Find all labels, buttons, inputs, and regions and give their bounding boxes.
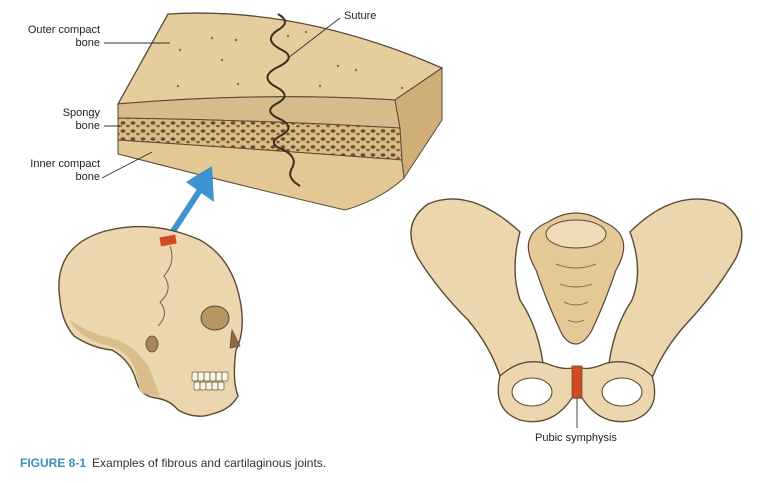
outer-compact-label-line1: Outer compact [27, 24, 100, 36]
suture-label: Suture [344, 10, 377, 22]
sacral-promontory [545, 219, 607, 249]
skull-shading [70, 320, 160, 396]
inner-compact-layer [117, 139, 405, 211]
pubic-symphysis-label: Pubic symphysis [535, 432, 617, 444]
figure-number: FIGURE 8-1 [20, 456, 87, 470]
sacral-ridges [555, 263, 597, 323]
right-obturator-foramen [601, 377, 643, 407]
pelvis-right-ilium [607, 198, 743, 385]
left-obturator-foramen [511, 377, 553, 407]
bone-block-cross-section [116, 12, 444, 211]
pelvis-sacrum [527, 212, 625, 345]
skull-suture [157, 245, 173, 327]
suture-line [266, 13, 301, 187]
skull-nasal [229, 328, 241, 349]
skull-orbit [200, 305, 230, 331]
skull-teeth [191, 371, 229, 391]
block-leader-lines [101, 17, 341, 179]
inner-compact-label-line2: bone [75, 171, 100, 183]
skull-illustration [58, 225, 243, 417]
skull-outline [58, 225, 243, 417]
spongy-label-line1: Spongy [62, 107, 100, 119]
bone-block-side [394, 67, 443, 180]
outer-compact-label-line2: bone [75, 37, 100, 49]
inner-compact-label-line1: Inner compact [30, 158, 100, 170]
outer-compact-bone-label: Outer compact bone [8, 24, 100, 50]
figure-caption: FIGURE 8-1 Examples of fibrous and cartil… [20, 456, 326, 470]
inner-compact-bone-label: Inner compact bone [8, 158, 100, 184]
skull-suture-highlight [159, 234, 177, 247]
surface-pores [176, 30, 404, 90]
figure-caption-text: Examples of fibrous and cartilaginous jo… [92, 456, 327, 470]
pelvis-illustration [410, 198, 743, 428]
skull-ear-opening [145, 335, 159, 353]
pelvis-left-ilium [410, 198, 545, 384]
spongy-bone-label: Spongy bone [8, 107, 100, 133]
spongy-label-line2: bone [75, 120, 100, 132]
pubic-symphysis-highlight [571, 365, 583, 399]
